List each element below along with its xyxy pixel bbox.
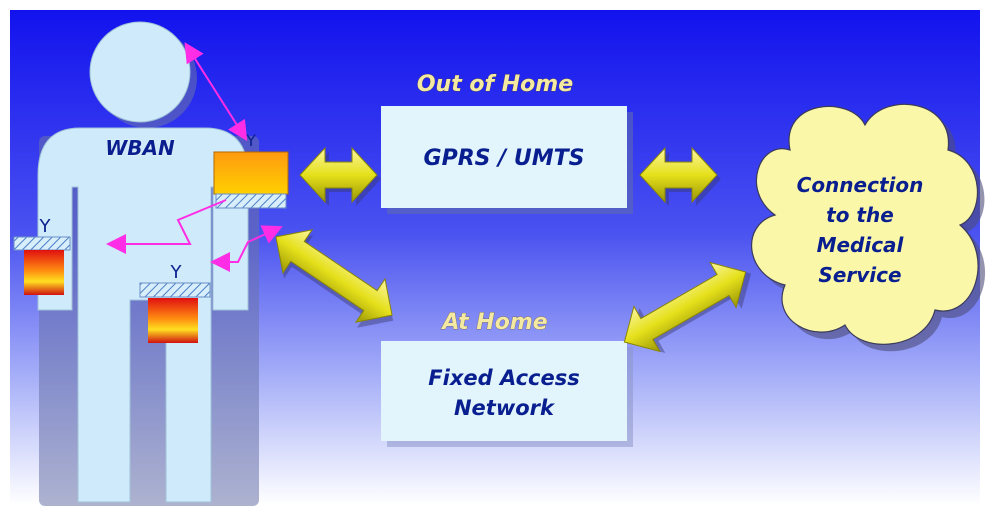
medical-service-cloud: Connection to the Medical Service (751, 103, 986, 352)
body (37, 127, 249, 503)
at-home-heading: At Home (440, 310, 547, 335)
sensor-leg: Y (139, 262, 211, 343)
sensor-left-arm: Y (13, 216, 71, 295)
link-leg-gateway (210, 225, 283, 272)
gprs-umts-label: GPRS / UMTS (424, 146, 585, 171)
fixed-access-label-line1: Fixed Access (428, 366, 579, 390)
antenna-icon: Y (39, 216, 52, 237)
wban-label: WBAN (105, 136, 175, 160)
medical-service-line3: Medical (817, 233, 905, 257)
medical-service-line1: Connection (797, 173, 924, 197)
link-gateway-arm (106, 199, 227, 254)
medical-service-line2: to the (826, 203, 894, 227)
out-of-home-heading: Out of Home (417, 72, 573, 97)
double-arrow-gprs-cloud (639, 146, 721, 206)
gprs-umts-box: GPRS / UMTS (381, 106, 633, 214)
gateway-device: Y (213, 131, 289, 209)
head (89, 21, 191, 123)
fixed-access-box: Fixed Access Network (381, 341, 633, 447)
link-head-gateway (184, 42, 248, 142)
double-arrow-gateway-gprs (299, 146, 381, 206)
medical-service-line4: Service (818, 263, 901, 287)
antenna-icon: Y (170, 262, 183, 283)
wireless-links (106, 42, 283, 272)
double-arrow-fixed-cloud (623, 261, 752, 353)
double-arrow-gateway-fixed (275, 229, 394, 328)
fixed-access-label-line2: Network (454, 396, 556, 420)
antenna-icon: Y (245, 131, 256, 150)
